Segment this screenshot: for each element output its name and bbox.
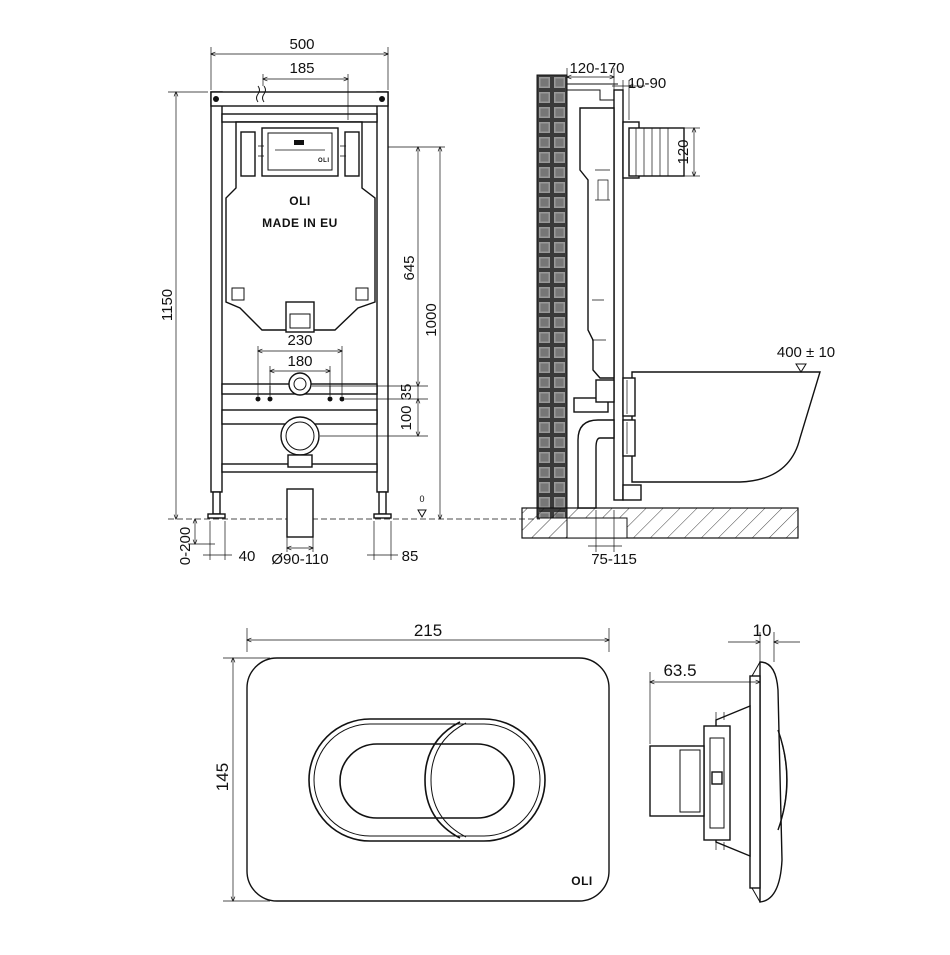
dim-230: 230	[287, 332, 312, 349]
frame-left-post	[210, 91, 223, 493]
small-flush-button	[339, 743, 515, 819]
bracket-right	[344, 131, 360, 177]
drain-pipe	[286, 488, 314, 538]
frame-rail	[221, 113, 378, 123]
cistern-brand-label: OLI	[289, 194, 311, 208]
button-surround	[308, 718, 546, 842]
frame-right-post	[376, 91, 389, 493]
dim-120: 120	[675, 139, 692, 164]
cistern-side	[579, 107, 615, 379]
actuator-window	[261, 127, 339, 177]
plate-logo: OLI	[571, 874, 593, 888]
dim-0-200: 0-200	[177, 527, 194, 565]
dim-plate-depth: 63.5	[663, 661, 696, 680]
wall-bracket	[567, 83, 618, 101]
frame-front-view: OLI OLI MADE IN EU 500	[159, 36, 540, 568]
actuator-logo: OLI	[318, 158, 330, 164]
flush-plate-outline	[246, 657, 610, 902]
tiled-wall	[536, 74, 568, 519]
toilet-bowl	[631, 371, 821, 483]
dim-top-inner: 185	[289, 60, 314, 77]
frame-side-view: 120-170 10-90 120 400 ± 10 75-115	[521, 60, 835, 568]
level-marker-icon	[795, 363, 807, 373]
dim-400: 400 ± 10	[777, 344, 835, 361]
actuator-box-side	[628, 127, 685, 177]
dim-120-170: 120-170	[569, 60, 624, 77]
dim-1000: 1000	[423, 303, 440, 336]
floor-section	[521, 507, 799, 539]
dim-35: 35	[398, 384, 415, 401]
large-flush-button	[424, 721, 461, 839]
frame-leg	[378, 491, 387, 515]
actuator-housing	[267, 132, 333, 171]
side-frame-post	[613, 89, 624, 501]
dim-total-height: 1150	[159, 289, 176, 321]
dim-plate-thickness: 10	[753, 621, 772, 640]
dim-100: 100	[398, 405, 415, 430]
side-waste-pipe	[577, 419, 615, 509]
flush-connector	[288, 372, 312, 396]
waste-pipe-connector	[280, 416, 320, 456]
dim-40: 40	[239, 548, 256, 565]
dim-frame-width: 500	[289, 36, 314, 53]
frame-top-rail	[210, 91, 389, 107]
dim-pipe-diameter: Ø90-110	[271, 551, 328, 568]
level-zero-label: 0	[419, 494, 424, 504]
dim-plate-width: 215	[414, 621, 442, 640]
actuator-slot	[294, 140, 304, 145]
dim-75-115: 75-115	[591, 551, 637, 568]
water-inlet-icon	[256, 85, 266, 103]
dim-180: 180	[287, 353, 312, 370]
dim-plate-height: 145	[213, 763, 232, 791]
flush-plate-front: OLI 215 145	[213, 621, 610, 902]
dim-85: 85	[402, 548, 419, 565]
bolt-icon	[379, 96, 385, 102]
bolt-icon	[213, 96, 219, 102]
dim-645: 645	[401, 255, 418, 280]
plate-side-face	[759, 661, 783, 903]
dim-10-90: 10-90	[628, 75, 666, 92]
actuator-rod	[649, 745, 705, 817]
frame-leg	[212, 491, 221, 515]
bracket-left	[240, 131, 256, 177]
level-marker-icon	[417, 509, 427, 519]
flush-plate-side: 10 63.5	[649, 621, 800, 903]
flush-valve-outlet	[285, 301, 315, 333]
cistern-made-label: MADE IN EU	[262, 216, 338, 230]
